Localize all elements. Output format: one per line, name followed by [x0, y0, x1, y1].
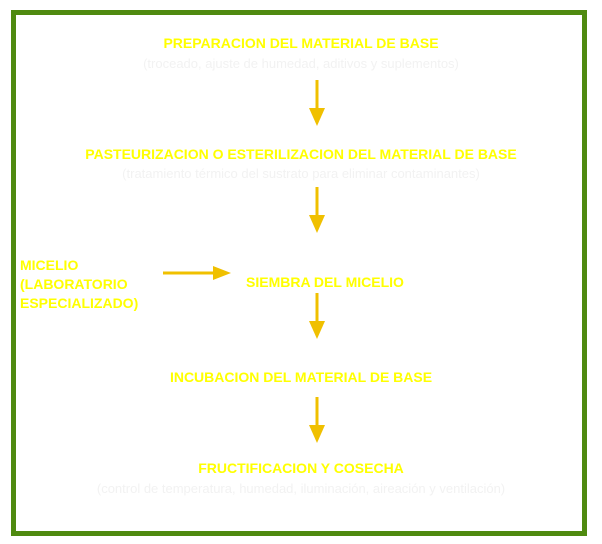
arrow-right-micelio [163, 266, 231, 280]
step-fructificacion-title: FRUCTIFICACION Y COSECHA [198, 460, 404, 476]
micelio-source-label: MICELIO (LABORATORIO ESPECIALIZADO) [20, 257, 139, 311]
step-pasteurizacion-subtitle: (tratamiento térmico del sustrato para e… [122, 166, 480, 181]
step-siembra-title: SIEMBRA DEL MICELIO [246, 274, 404, 290]
arrow-down-1 [309, 80, 325, 126]
arrow-down-3 [309, 293, 325, 339]
step-preparacion-subtitle: (troceado, ajuste de humedad, aditivos y… [143, 56, 459, 71]
step-preparacion-title: PREPARACION DEL MATERIAL DE BASE [163, 35, 439, 51]
step-pasteurizacion-title: PASTEURIZACION O ESTERILIZACION DEL MATE… [85, 146, 517, 162]
arrow-down-4 [309, 397, 325, 443]
arrow-down-2 [309, 187, 325, 233]
diagram-frame [11, 10, 587, 536]
step-fructificacion-subtitle: (control de temperatura, humedad, ilumin… [96, 481, 506, 496]
step-incubacion-title: INCUBACION DEL MATERIAL DE BASE [169, 369, 433, 385]
